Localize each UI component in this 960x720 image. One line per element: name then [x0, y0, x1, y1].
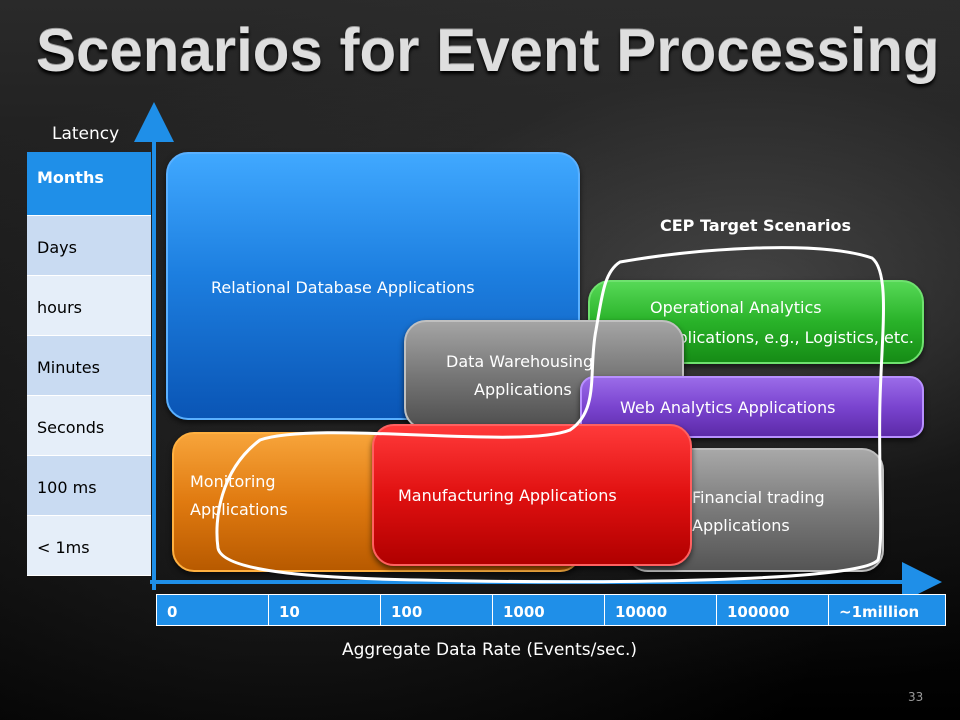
data-warehousing-label-line2: Applications	[474, 380, 572, 399]
latency-row: Months	[27, 152, 151, 216]
slide-title: Scenarios for Event Processing	[36, 17, 940, 84]
monitoring-label-line2: Applications	[190, 500, 288, 519]
rate-table: 0 10 100 1000 10000 100000 ~1million	[156, 594, 946, 626]
operational-analytics-label-line1: Operational Analytics	[650, 298, 822, 317]
relational-database-label: Relational Database Applications	[211, 278, 475, 297]
manufacturing-label: Manufacturing Applications	[398, 486, 617, 505]
manufacturing-box: Manufacturing Applications	[372, 424, 692, 566]
rate-cell: 1000	[493, 595, 605, 625]
rate-cell: 10000	[605, 595, 717, 625]
rate-cell: 100000	[717, 595, 829, 625]
latency-row: Days	[27, 216, 151, 276]
web-analytics-label: Web Analytics Applications	[620, 398, 836, 417]
latency-table: Months Days hours Minutes Seconds 100 ms…	[27, 152, 151, 576]
page-number: 33	[908, 690, 924, 704]
y-axis-label: Latency	[52, 124, 120, 144]
rate-cell: 100	[381, 595, 493, 625]
rate-cell: ~1million	[839, 603, 920, 621]
x-axis-label: Aggregate Data Rate (Events/sec.)	[342, 640, 638, 660]
financial-trading-label-line2: Applications	[692, 516, 790, 535]
latency-row: 100 ms	[27, 456, 151, 516]
financial-trading-label-line1: Financial trading	[692, 488, 825, 507]
cep-target-label: CEP Target Scenarios	[660, 216, 851, 235]
latency-row: < 1ms	[27, 516, 151, 576]
latency-row: Minutes	[27, 336, 151, 396]
latency-row: Seconds	[27, 396, 151, 456]
rate-cell: 0	[157, 595, 269, 625]
rate-cell: 10	[269, 595, 381, 625]
latency-row: hours	[27, 276, 151, 336]
data-warehousing-label-line1: Data Warehousing	[446, 352, 594, 371]
monitoring-label-line1: Monitoring	[190, 472, 276, 491]
